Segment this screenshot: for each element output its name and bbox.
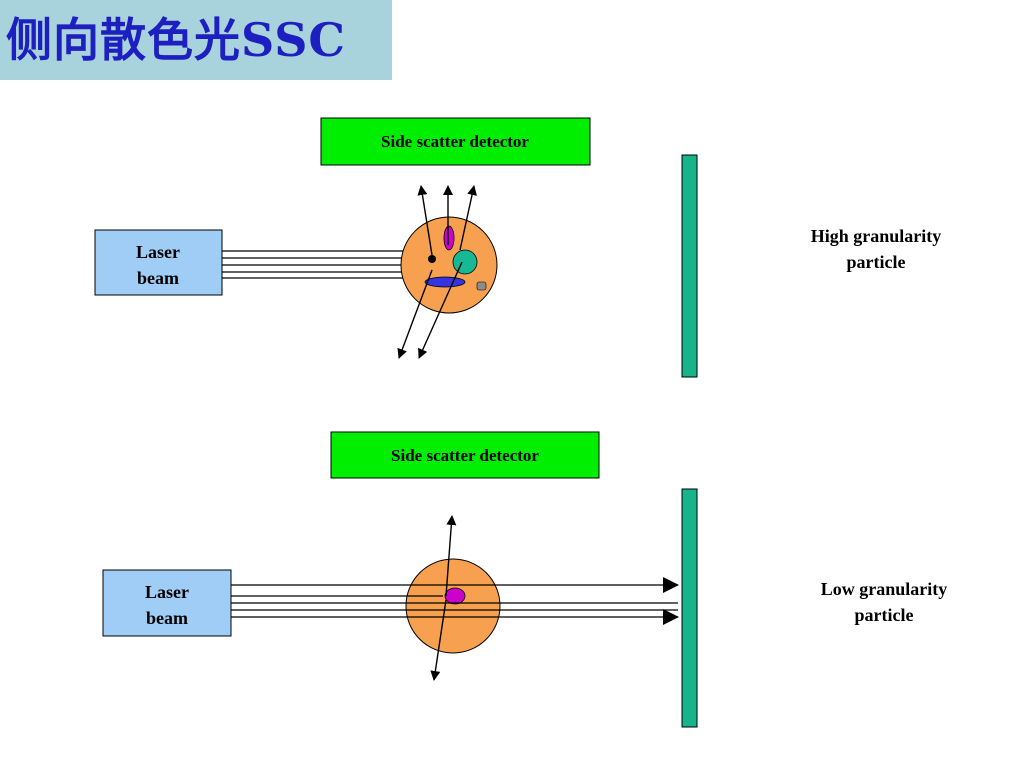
top-granule-magenta: [443, 225, 455, 251]
bottom-particle-label-line1: Low granularity: [821, 579, 948, 599]
bottom-laser-label-line2: beam: [146, 608, 188, 628]
top-laser-label-line2: beam: [137, 268, 179, 288]
top-granule-teal: [452, 249, 478, 275]
bottom-particle-label: Low granularity particle: [821, 579, 948, 625]
bottom-particle-label-line2: particle: [855, 605, 914, 625]
top-particle-label: High granularity particle: [811, 226, 942, 272]
top-particle-label-line1: High granularity: [811, 226, 942, 246]
top-granule-grey: [476, 281, 487, 291]
bottom-laser-source: Laser beam: [102, 569, 232, 637]
bottom-cell-body: [405, 558, 501, 654]
bottom-laser-label-line1: Laser: [145, 582, 189, 602]
top-side-scatter-detector: Side scatter detector: [320, 117, 591, 166]
top-particle-label-line2: particle: [847, 252, 906, 272]
top-scatter-arrow-up: [459, 185, 477, 251]
top-laser-source: Laser beam: [94, 229, 223, 296]
top-forward-detector: [681, 154, 698, 378]
bottom-scatter-arrow-down: [430, 599, 447, 681]
top-scatter-arrows: [397, 185, 477, 359]
bottom-side-scatter-detector: Side scatter detector: [330, 431, 600, 479]
top-laser-rays: [222, 250, 432, 279]
slide-title: 侧向散色光SSC: [6, 13, 347, 67]
bottom-scatter-arrow-up: [445, 515, 457, 597]
bottom-scatter-arrows: [430, 515, 457, 681]
top-scatter-arrow-up: [417, 185, 433, 256]
bottom-panel: Side scatter detector Laser beam: [102, 431, 948, 728]
bottom-forward-detector: [681, 488, 698, 728]
top-detector-box: [320, 117, 591, 166]
top-scatter-arrow-down: [418, 261, 463, 359]
top-laser-label-line1: Laser: [136, 242, 180, 262]
bottom-detector-box: [330, 431, 600, 479]
top-cell: [400, 216, 498, 314]
bottom-cell: [405, 558, 501, 654]
bottom-laser-rays: [231, 577, 679, 625]
top-granule-black: [428, 255, 436, 263]
top-laser-box: [94, 229, 223, 296]
top-granule-blue: [424, 276, 466, 288]
top-panel: Side scatter detector Laser beam: [94, 117, 942, 378]
top-detector-label: Side scatter detector: [381, 132, 529, 151]
bottom-granule-magenta: [444, 587, 466, 605]
bottom-laser-box: [102, 569, 232, 637]
top-scatter-arrow-down: [397, 269, 433, 359]
title-banner: 侧向散色光SSC: [0, 0, 392, 80]
bottom-detector-label: Side scatter detector: [391, 446, 539, 465]
